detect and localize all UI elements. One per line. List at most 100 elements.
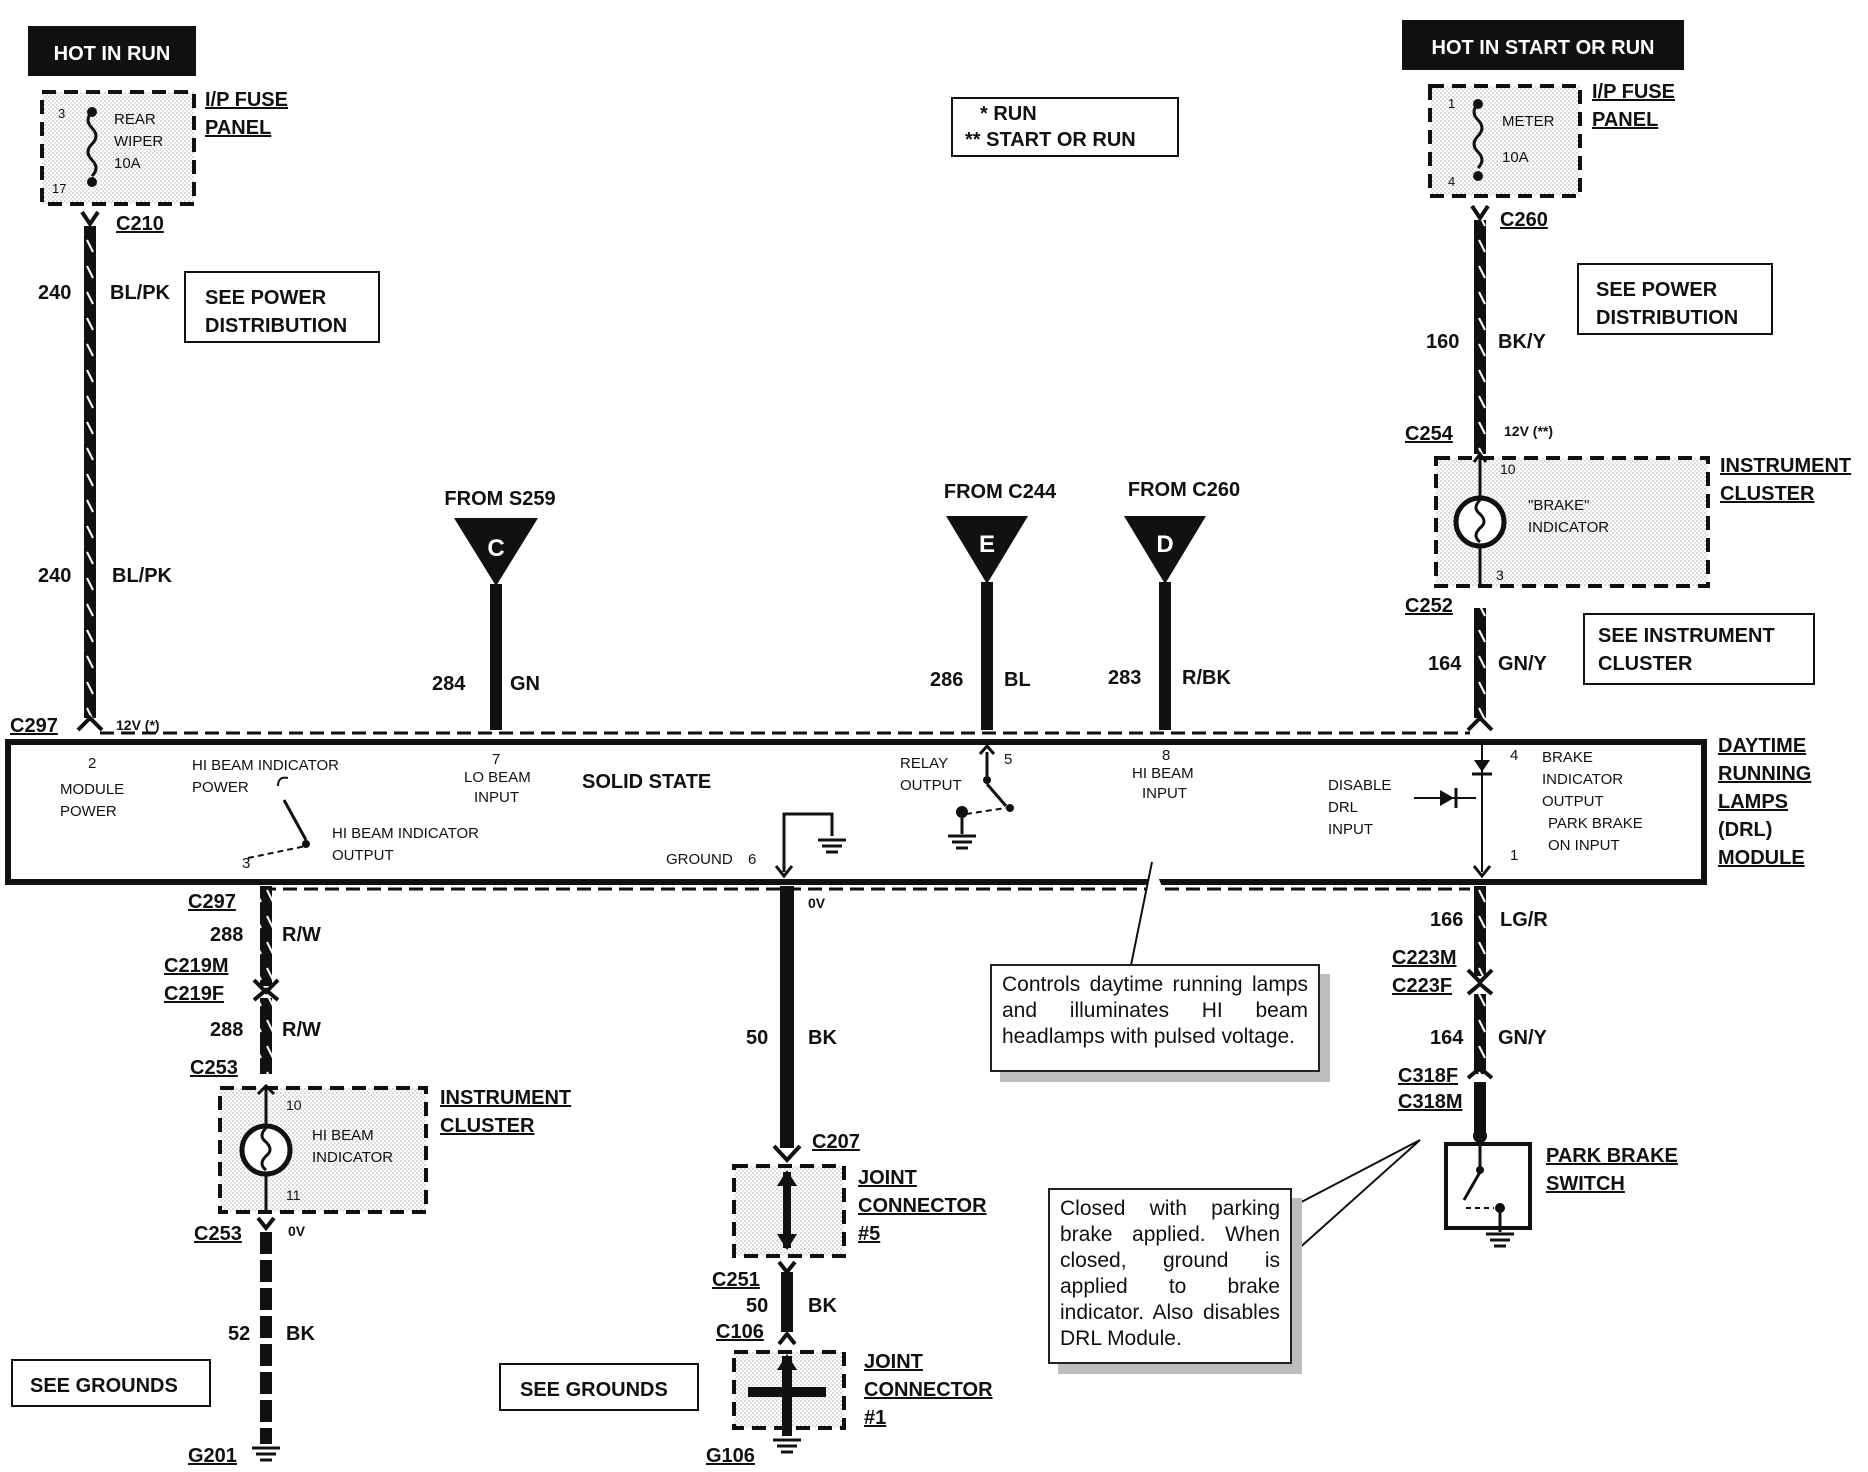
svg-text:10: 10 bbox=[286, 1097, 302, 1113]
svg-text:BL/PK: BL/PK bbox=[110, 282, 171, 304]
g106-ground-icon bbox=[773, 1438, 801, 1454]
svg-text:RUNNING: RUNNING bbox=[1718, 763, 1811, 785]
see-instrument-cluster: SEE INSTRUMENT CLUSTER bbox=[1583, 613, 1815, 685]
svg-text:HI BEAM: HI BEAM bbox=[312, 1127, 374, 1144]
source-e: FROM C244 E 286 BL bbox=[930, 481, 1057, 730]
svg-text:DRL: DRL bbox=[1328, 799, 1358, 816]
left-fuse-box bbox=[40, 90, 196, 206]
svg-text:JOINT: JOINT bbox=[858, 1167, 917, 1189]
svg-text:288: 288 bbox=[210, 1019, 243, 1041]
svg-text:DISABLE: DISABLE bbox=[1328, 777, 1391, 794]
svg-text:288: 288 bbox=[210, 924, 243, 946]
svg-text:SEE GROUNDS: SEE GROUNDS bbox=[520, 1379, 668, 1401]
brake-indicator-lamp-icon bbox=[1453, 495, 1507, 549]
legend-start-or-run: ** START OR RUN bbox=[965, 129, 1136, 151]
svg-text:50: 50 bbox=[746, 1295, 768, 1317]
svg-text:52: 52 bbox=[228, 1323, 250, 1345]
svg-text:PARK BRAKE: PARK BRAKE bbox=[1548, 815, 1643, 832]
c260-label: C260 bbox=[1500, 209, 1548, 231]
svg-text:FROM C244: FROM C244 bbox=[944, 481, 1057, 503]
fuse-pin-top: 1 bbox=[1448, 96, 1455, 111]
svg-text:OUTPUT: OUTPUT bbox=[900, 777, 962, 794]
source-e-triangle bbox=[946, 516, 1028, 584]
svg-text:MODULE: MODULE bbox=[1718, 847, 1805, 869]
svg-text:R/BK: R/BK bbox=[1182, 667, 1231, 689]
wire-240: 240 BL/PK 240 BL/PK bbox=[38, 210, 173, 732]
g201-label: G201 bbox=[188, 1445, 237, 1467]
svg-text:ON INPUT: ON INPUT bbox=[1548, 837, 1620, 854]
see-power-distribution-right: SEE POWER DISTRIBUTION bbox=[1577, 263, 1773, 335]
svg-text:GN/Y: GN/Y bbox=[1498, 1027, 1548, 1049]
source-d-triangle bbox=[1124, 516, 1206, 584]
svg-text:GN: GN bbox=[510, 673, 540, 695]
svg-text:R/W: R/W bbox=[282, 1019, 321, 1041]
svg-text:3: 3 bbox=[242, 855, 250, 872]
hot-in-start-or-run-header bbox=[1402, 20, 1684, 70]
svg-text:"BRAKE": "BRAKE" bbox=[1528, 497, 1590, 514]
svg-text:E: E bbox=[979, 531, 995, 558]
park-brake-ground-icon bbox=[1486, 1212, 1514, 1248]
park-note-pointer bbox=[1284, 1139, 1421, 1237]
rear-wiper-fuse-icon bbox=[86, 110, 98, 178]
svg-text:166: 166 bbox=[1430, 909, 1463, 931]
svg-text:12V (*): 12V (*) bbox=[116, 717, 160, 733]
ground-branch: 0V 50 BK C207 JOINT CONNECTOR #5 C251 50… bbox=[706, 886, 993, 1467]
svg-text:CONNECTOR: CONNECTOR bbox=[864, 1379, 993, 1401]
c223m-label: C223M bbox=[1392, 947, 1456, 969]
c219m-label: C219M bbox=[164, 955, 228, 977]
svg-text:1: 1 bbox=[1510, 847, 1518, 864]
ip-fuse-panel-title: PANEL bbox=[205, 117, 271, 139]
svg-text:SEE INSTRUMENT: SEE INSTRUMENT bbox=[1598, 625, 1775, 647]
svg-text:LAMPS: LAMPS bbox=[1718, 791, 1788, 813]
park-brake-branch: 166 LG/R C223M C223F 164 GN/Y C318F C318… bbox=[1392, 886, 1678, 1248]
svg-text:6: 6 bbox=[748, 851, 756, 868]
svg-text:SEE GROUNDS: SEE GROUNDS bbox=[30, 1375, 178, 1397]
svg-text:8: 8 bbox=[1162, 747, 1170, 764]
c210-label: C210 bbox=[116, 213, 164, 235]
svg-text:FROM C260: FROM C260 bbox=[1128, 479, 1240, 501]
drl-module-note-text: Controls daytime running lamps and illum… bbox=[1002, 973, 1308, 1048]
c297-top-label: C297 bbox=[10, 715, 58, 737]
hibeam-indicator-lamp-icon bbox=[239, 1123, 293, 1177]
hibeam-indicator-switch-icon bbox=[282, 799, 308, 841]
source-c-triangle bbox=[454, 518, 538, 586]
ip-fuse-panel-title: I/P FUSE bbox=[1592, 81, 1675, 103]
park-brake-switch-contact-icon bbox=[1462, 1171, 1482, 1201]
park-brake-note: Closed with parking brake applied. When … bbox=[1048, 1188, 1292, 1364]
svg-text:#5: #5 bbox=[858, 1223, 880, 1245]
svg-text:3: 3 bbox=[1496, 567, 1504, 583]
svg-text:HI BEAM: HI BEAM bbox=[1132, 765, 1194, 782]
c219f-label: C219F bbox=[164, 983, 224, 1005]
svg-text:164: 164 bbox=[1428, 653, 1462, 675]
svg-text:10: 10 bbox=[1500, 461, 1516, 477]
svg-text:CONNECTOR: CONNECTOR bbox=[858, 1195, 987, 1217]
c207-label: C207 bbox=[812, 1131, 860, 1153]
ground-symbol-icon bbox=[818, 838, 846, 854]
svg-text:0V: 0V bbox=[808, 895, 826, 911]
svg-text:283: 283 bbox=[1108, 667, 1141, 689]
fuse-label: METER bbox=[1502, 113, 1555, 130]
hibeam-indicator-branch: C297 288 R/W C219M C219F 288 R/W C253 10… bbox=[164, 886, 571, 1467]
svg-text:LG/R: LG/R bbox=[1500, 909, 1548, 931]
svg-text:INPUT: INPUT bbox=[474, 789, 519, 806]
fuse-pin-bottom: 17 bbox=[52, 181, 66, 196]
svg-text:160: 160 bbox=[1426, 331, 1459, 353]
drl-module: SOLID STATE 2 MODULE POWER HI BEAM INDIC… bbox=[5, 735, 1811, 885]
c252-label: C252 bbox=[1405, 595, 1453, 617]
svg-text:BK: BK bbox=[808, 1027, 837, 1049]
svg-text:C: C bbox=[487, 535, 504, 562]
svg-text:DAYTIME: DAYTIME bbox=[1718, 735, 1806, 757]
svg-text:INDICATOR: INDICATOR bbox=[1528, 519, 1609, 536]
c297-bottom-label: C297 bbox=[188, 891, 236, 913]
svg-text:(DRL): (DRL) bbox=[1718, 819, 1772, 841]
fuse-label: WIPER bbox=[114, 133, 163, 150]
brake-indicator-cluster: 10 3 "BRAKE" INDICATOR INSTRUMENT CLUSTE… bbox=[1434, 451, 1851, 588]
source-c: FROM S259 C 284 GN bbox=[432, 488, 556, 730]
hot-in-run-text: HOT IN RUN bbox=[54, 43, 171, 65]
svg-text:RELAY: RELAY bbox=[900, 755, 948, 772]
right-power-source: HOT IN START OR RUN 1 4 METER 10A I/P FU… bbox=[1402, 20, 1684, 198]
svg-text:BL/PK: BL/PK bbox=[112, 565, 173, 587]
see-grounds-mid: SEE GROUNDS bbox=[499, 1363, 699, 1411]
svg-text:POWER: POWER bbox=[60, 803, 117, 820]
svg-text:50: 50 bbox=[746, 1027, 768, 1049]
